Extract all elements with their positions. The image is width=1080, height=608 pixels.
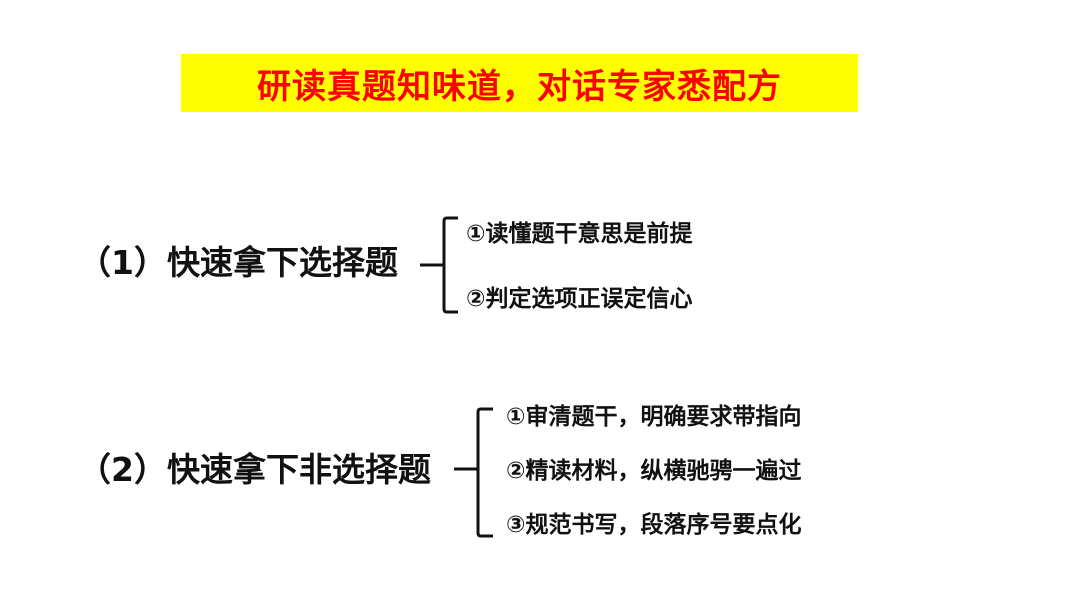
- title-banner: 研读真题知味道，对话专家悉配方: [181, 54, 858, 112]
- section-2-label: （2）快速拿下非选择题: [78, 450, 431, 489]
- section-1-item-2: ②判定选项正误定信心: [466, 286, 693, 312]
- section-2-item-3: ③规范书写，段落序号要点化: [506, 512, 802, 538]
- section-1-label: （1）快速拿下选择题: [78, 243, 398, 282]
- title-text: 研读真题知味道，对话专家悉配方: [257, 66, 782, 107]
- section-1-item-1: ①读懂题干意思是前提: [466, 221, 693, 247]
- section-2-item-1: ①审清题干，明确要求带指向: [506, 404, 802, 430]
- section-2-item-2: ②精读材料，纵横驰骋一遍过: [506, 458, 802, 484]
